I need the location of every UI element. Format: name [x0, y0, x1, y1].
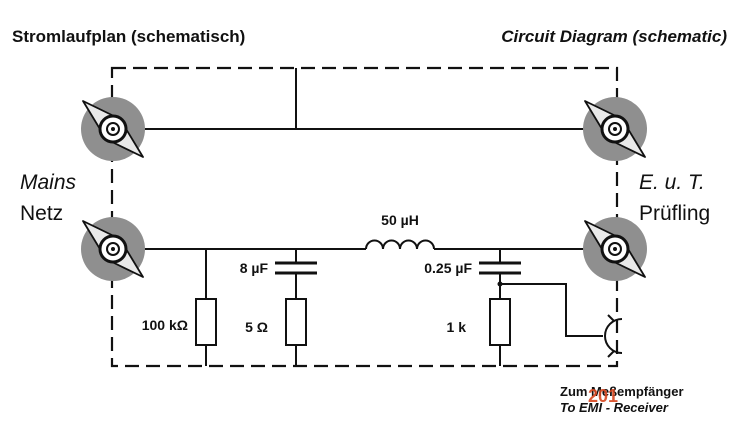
resistor-5ohm-label: 5 Ω: [245, 319, 268, 335]
inductor-label: 50 µH: [381, 212, 419, 228]
binding-post-terminal-icon: [79, 95, 147, 163]
side-label-eut: E. u. T.: [639, 171, 705, 194]
bnc-connector-icon: [604, 314, 623, 358]
resistor-5ohm: [285, 298, 307, 346]
title-german: Stromlaufplan (schematisch): [12, 27, 245, 46]
cap-8uf-label: 8 µF: [240, 260, 269, 276]
receiver-label-de: Zum Meßempfänger: [560, 384, 684, 399]
side-label-pruefling: Prüfling: [639, 202, 710, 225]
binding-post-terminal-icon: [79, 215, 147, 283]
receiver-tap-wire: [500, 283, 603, 337]
watermark-text: 201: [588, 386, 618, 406]
resistor-100k: [195, 298, 217, 346]
inductor-coil: [365, 239, 435, 250]
title-english: Circuit Diagram (schematic): [501, 27, 727, 46]
resistor-100k-label: 100 kΩ: [142, 317, 188, 333]
resistor-1k-label: 1 k: [447, 319, 467, 335]
side-label-netz: Netz: [20, 202, 63, 225]
enclosure-box: [110, 66, 619, 368]
cap-025uf-label: 0.25 µF: [424, 260, 472, 276]
resistor-1k: [489, 298, 511, 346]
binding-post-terminal-icon: [581, 215, 649, 283]
side-label-mains: Mains: [20, 171, 77, 194]
receiver-label-en: To EMI - Receiver: [560, 400, 669, 415]
binding-post-terminal-icon: [581, 95, 649, 163]
